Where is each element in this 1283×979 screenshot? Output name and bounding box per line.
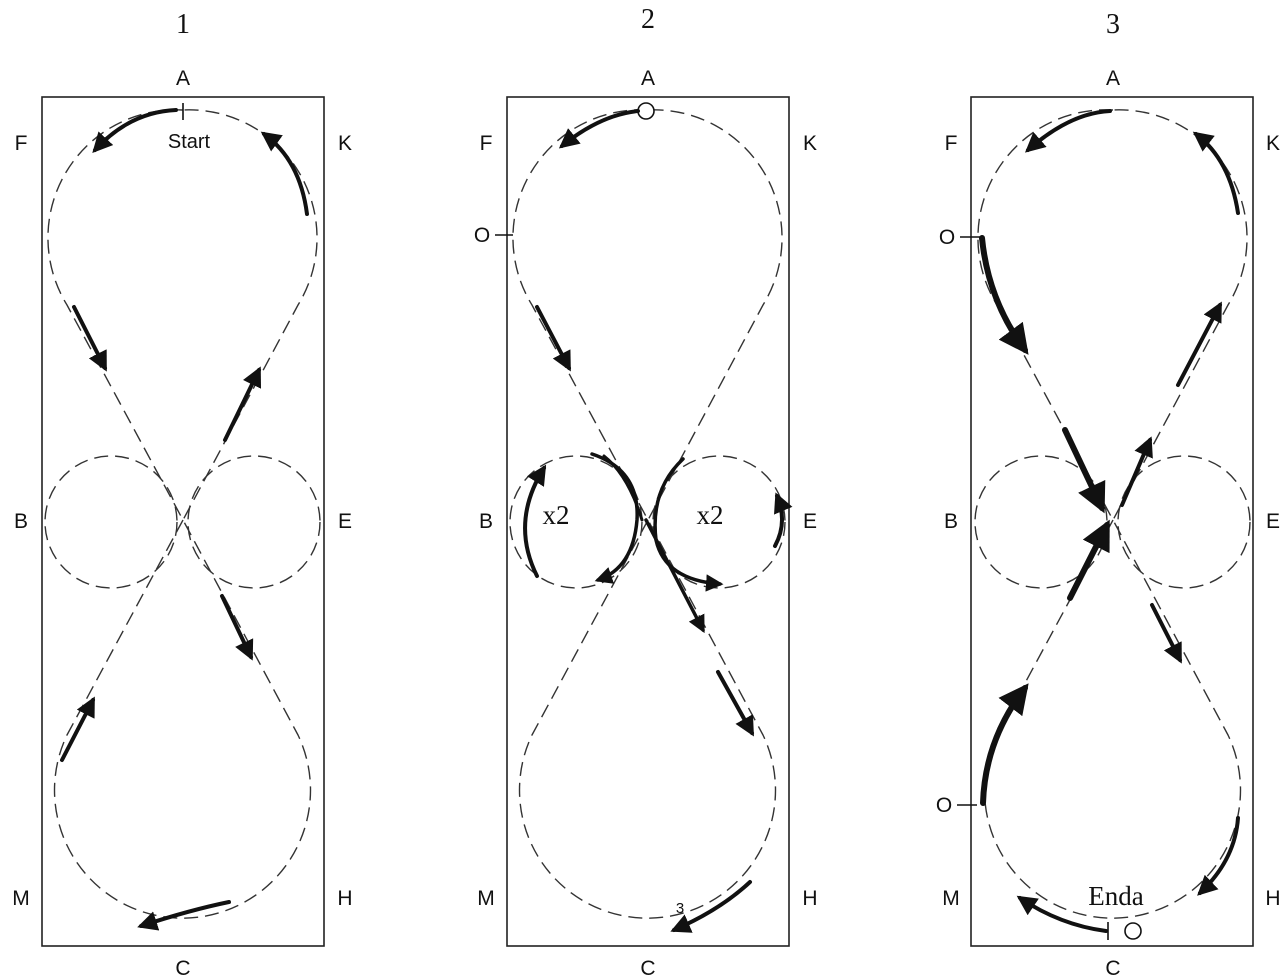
marker-letter-h: H <box>802 887 817 910</box>
start-label: Start <box>168 131 211 153</box>
marker-letter-a: A <box>176 67 190 90</box>
panel-number: 3 <box>1106 9 1120 40</box>
right-circle-repeat-label: x2 <box>697 500 724 530</box>
marker-letter-c: C <box>1105 957 1120 979</box>
marker-letter-o-top: O <box>939 226 955 249</box>
marker-letter-c: C <box>175 957 190 979</box>
marker-letter-m: M <box>12 887 30 910</box>
marker-letter-o: O <box>474 224 490 247</box>
end-circle-marker <box>1124 922 1142 940</box>
marker-letter-f: F <box>15 132 28 155</box>
direction-arrows <box>523 109 793 933</box>
marker-letter-a: A <box>641 67 655 90</box>
panel-3: 3 A F K O B E O M H C Enda <box>936 9 1281 979</box>
marker-letter-a: A <box>1106 67 1120 90</box>
marker-letter-e: E <box>338 510 352 533</box>
marker-letter-h: H <box>337 887 352 910</box>
marker-letter-b: B <box>944 510 958 533</box>
marker-letter-e: E <box>803 510 817 533</box>
panel-2: 2 A F K O B E M H C x2 x2 3 <box>474 4 818 979</box>
step-number-label: 3 <box>676 900 684 917</box>
marker-letter-o-bottom: O <box>936 794 952 817</box>
direction-arrows <box>979 109 1240 933</box>
direction-arrows <box>60 108 309 931</box>
panel-number: 2 <box>641 4 655 35</box>
marker-letter-m: M <box>942 887 960 910</box>
marker-letter-b: B <box>14 510 28 533</box>
arena-border <box>506 96 790 947</box>
arena-border <box>970 96 1254 947</box>
marker-letter-b: B <box>479 510 493 533</box>
marker-letter-k: K <box>338 132 352 155</box>
panel-number: 1 <box>176 9 190 40</box>
dashed-track <box>974 109 1251 919</box>
panel-1: 1 A F K B E M H C Start <box>12 9 352 979</box>
arena-border <box>41 96 325 947</box>
end-label: Enda <box>1088 881 1143 911</box>
marker-letter-f: F <box>945 132 958 155</box>
left-circle-repeat-label: x2 <box>543 500 570 530</box>
marker-letter-f: F <box>480 132 493 155</box>
marker-letter-h: H <box>1265 887 1280 910</box>
marker-letter-k: K <box>1266 132 1280 155</box>
dashed-track <box>44 109 321 919</box>
marker-letter-m: M <box>477 887 495 910</box>
marker-letter-e: E <box>1266 510 1280 533</box>
start-circle-marker <box>637 102 655 120</box>
marker-letter-c: C <box>640 957 655 979</box>
marker-letter-k: K <box>803 132 817 155</box>
